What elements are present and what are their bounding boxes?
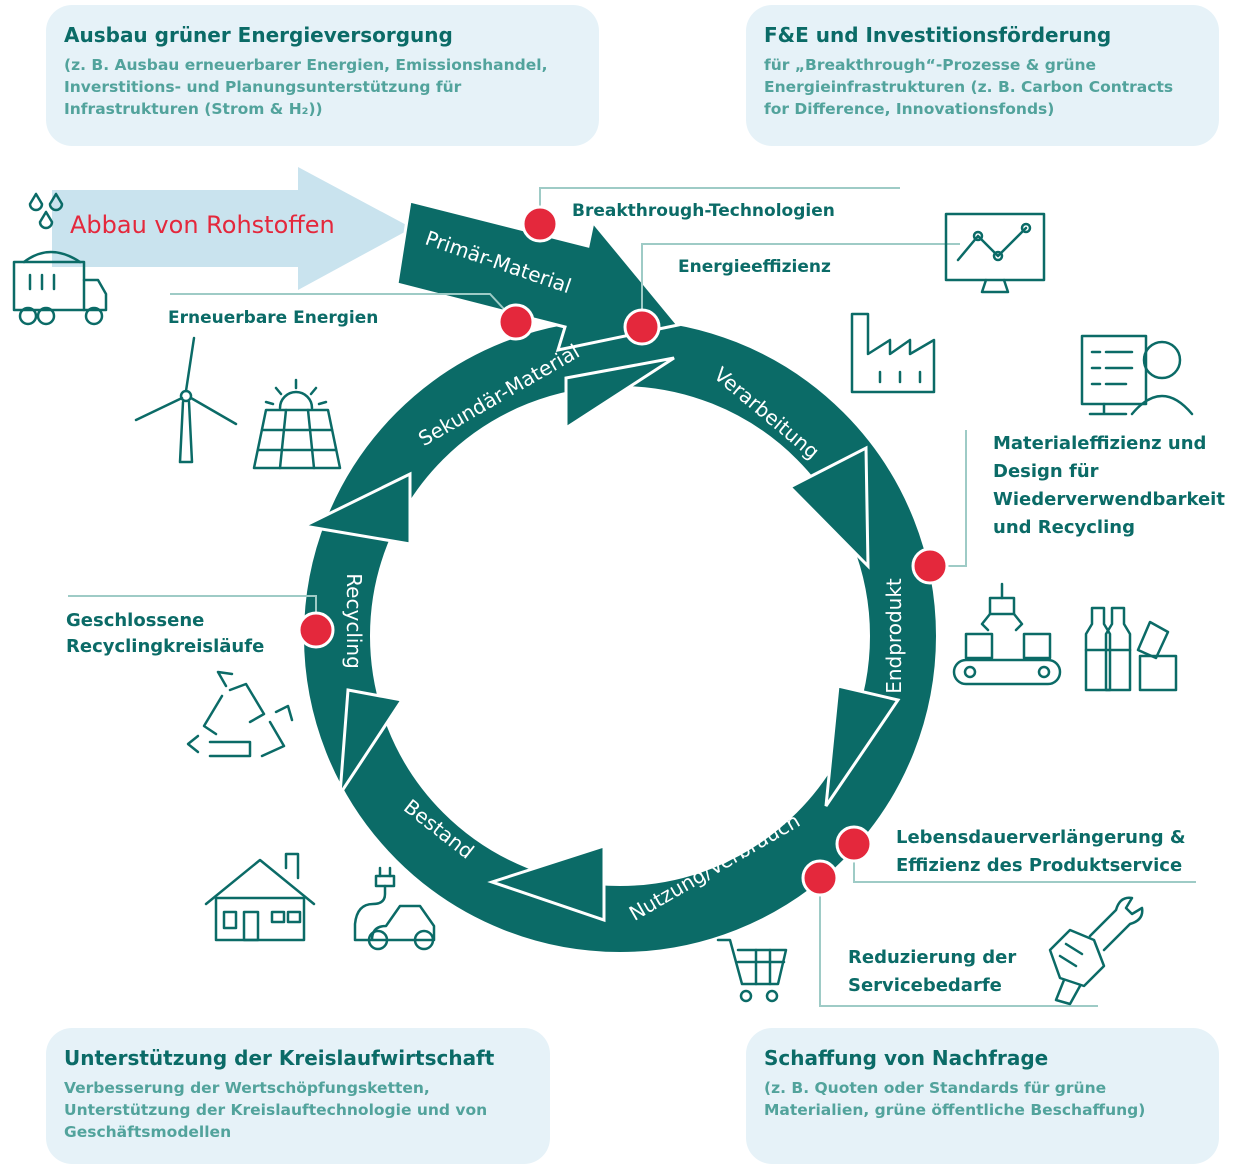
ring-arrow-stock [338, 688, 405, 800]
ring-label-end-product: Endprodukt [881, 578, 906, 694]
ring-arrow-use [487, 843, 606, 923]
dot-material-efficiency [911, 547, 949, 585]
dot-breakthrough [521, 205, 559, 243]
raw-material-label: Abbau von Rohstoffen [70, 211, 335, 239]
connector-reduction [819, 878, 1098, 1007]
cycle-ring [304, 320, 936, 952]
ring-label-recycling: Recycling [341, 573, 366, 669]
shopping-cart-icon [716, 938, 788, 1003]
recycling-icon [186, 670, 294, 758]
connector-energy-efficiency [641, 243, 960, 327]
house-icon [204, 852, 316, 942]
box-rd-investment: F&E und Investitionsförderung für „Break… [746, 5, 1219, 146]
dot-reduction [801, 859, 839, 897]
box-text: für „Breakthrough“-Prozesse & grüne Ener… [764, 56, 1174, 118]
dot-lifetime [835, 825, 873, 863]
connector-material-efficiency [930, 430, 967, 567]
box-text: (z. B. Quoten oder Standards für grüne M… [764, 1079, 1146, 1119]
label-material-efficiency: Materialeffizienz und Design für Wiederv… [993, 433, 1225, 538]
person-computer-icon [1080, 334, 1194, 416]
truck-icon [12, 250, 108, 326]
box-title: Schaffung von Nachfrage [764, 1046, 1049, 1070]
raw-material-arrow [52, 167, 412, 290]
box-title: Ausbau grüner Energieversorgung [64, 23, 453, 47]
assembly-line-icon [952, 582, 1062, 686]
wind-turbine-icon [134, 336, 238, 464]
label-closed-recycling-loops: Geschlossene Recyclingkreisläufe [66, 610, 265, 657]
wrench-hand-icon [1048, 896, 1144, 1006]
box-green-energy: Ausbau grüner Energieversorgung (z. B. A… [46, 5, 599, 146]
box-title: F&E und Investitionsförderung [764, 23, 1112, 47]
ring-arrow-secondary [564, 356, 675, 431]
box-title: Unterstützung der Kreislaufwirtschaft [64, 1046, 495, 1070]
ring-arrow-processing [787, 445, 870, 570]
label-breakthrough-technologies: Breakthrough-Technologien [572, 201, 835, 221]
ring-arrow-product [824, 684, 901, 807]
factory-icon [850, 312, 936, 394]
dot-closed-loops [297, 611, 335, 649]
label-renewable-energies: Erneuerbare Energien [168, 308, 379, 328]
box-circular-economy: Unterstützung der Kreislaufwirtschaft Ve… [46, 1028, 550, 1164]
label-service-reduction: Reduzierung der Servicebedarfe [848, 947, 1017, 996]
monitor-chart-icon [944, 212, 1046, 294]
dot-energy-efficiency [623, 308, 661, 346]
electric-car-icon [353, 866, 436, 951]
label-energy-efficiency: Energieeffizienz [678, 257, 831, 277]
box-text: Verbesserung der Wertschöpfungsketten, U… [64, 1079, 488, 1141]
label-lifetime-extension: Lebensdauerverlängerung & Effizienz des … [896, 827, 1186, 876]
box-text: (z. B. Ausbau erneuerbarer Energien, Emi… [64, 56, 548, 118]
box-demand: Schaffung von Nachfrage (z. B. Quoten od… [746, 1028, 1219, 1164]
bottles-icon [1084, 606, 1178, 692]
primary-material-arrow [395, 199, 681, 352]
solar-panel-icon [252, 378, 342, 470]
ring-arrow-recycling [299, 471, 412, 546]
water-drops-icon [28, 192, 64, 230]
dot-renewables [497, 303, 535, 341]
